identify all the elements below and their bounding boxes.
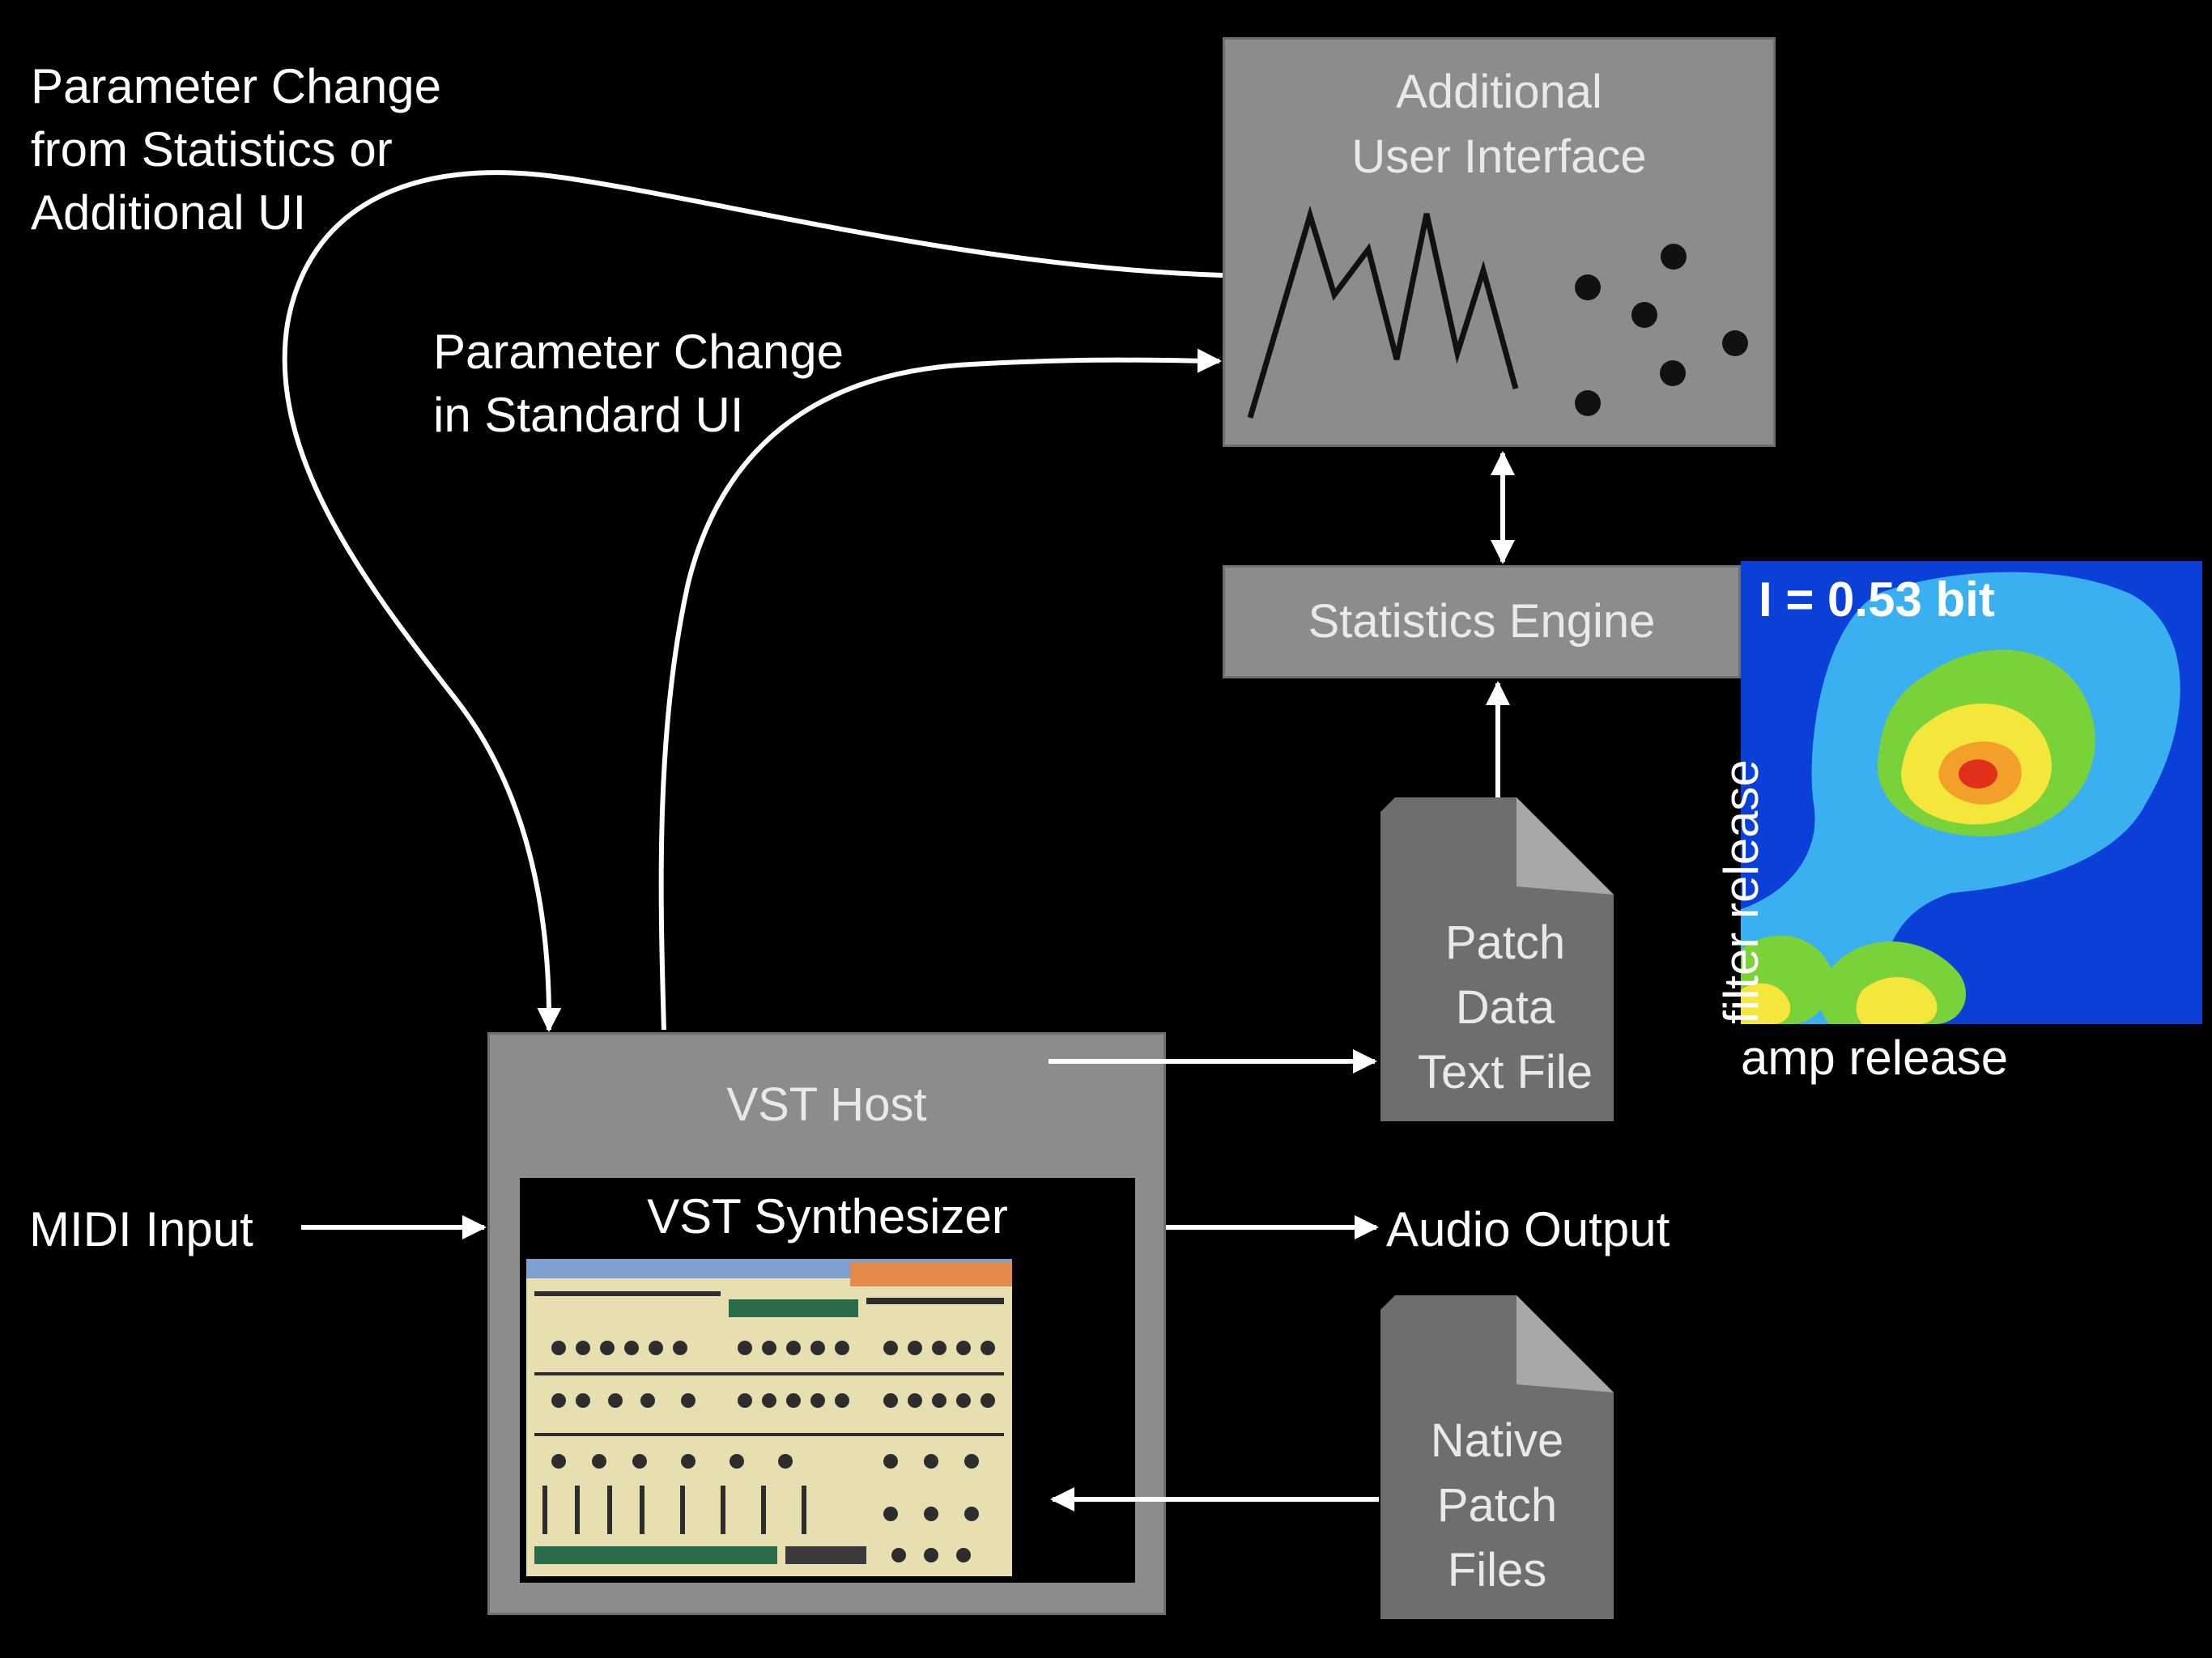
- scatter-point: [1722, 330, 1748, 356]
- scatter-point: [1661, 244, 1687, 270]
- parameter-trace-line: [1247, 205, 1519, 419]
- mutual-info-heatmap: I = 0.53 bit: [1741, 561, 2202, 1024]
- statistics-engine-box: Statistics Engine: [1223, 565, 1741, 678]
- param-change-standard-line-2: in Standard UI: [433, 388, 744, 442]
- statistics-engine-label: Statistics Engine: [1308, 595, 1656, 648]
- param-change-stats-line-2: from Statistics or: [31, 122, 393, 176]
- param-change-standard-line-1: Parameter Change: [433, 325, 844, 379]
- arrow-param-change-stats: [282, 170, 1223, 1032]
- arrow-param-change-standard: [658, 348, 1222, 1031]
- additional-ui-graphic: [1247, 205, 1748, 419]
- scatter-point: [1575, 274, 1601, 300]
- param-change-stats-label: Parameter Change from Statistics or Addi…: [31, 55, 441, 244]
- vst-host-label: VST Host: [726, 1078, 927, 1131]
- additional-ui-title-line-2: User Interface: [1351, 130, 1647, 183]
- patch-data-text-file: Patch Data Text File: [1380, 797, 1614, 1121]
- document-icon: [1380, 1295, 1614, 1619]
- native-patch-line-3: Files: [1447, 1544, 1547, 1596]
- document-icon: [1380, 797, 1614, 1121]
- param-change-stats-line-3: Additional UI: [31, 185, 307, 240]
- synth-ui-screenshot: [526, 1259, 1012, 1576]
- heatmap-xlabel: amp release: [1741, 1031, 2009, 1085]
- param-change-stats-line-1: Parameter Change: [31, 59, 441, 113]
- additional-ui-title-line-1: Additional: [1396, 66, 1602, 118]
- synth-ui-accent: [850, 1262, 1012, 1286]
- additional-ui-title: Additional User Interface: [1223, 60, 1776, 189]
- scatter-point: [1660, 360, 1686, 386]
- vst-host-box: VST Host VST Synthesizer: [487, 1032, 1166, 1615]
- additional-ui-box: Additional User Interface: [1223, 37, 1776, 447]
- native-patch-line-1: Native: [1430, 1414, 1564, 1467]
- patch-data-text-file-label: Patch Data Text File: [1397, 911, 1614, 1105]
- synth-knobs: [534, 1291, 1004, 1564]
- native-patch-files-label: Native Patch Files: [1380, 1409, 1614, 1603]
- native-patch-line-2: Patch: [1436, 1479, 1558, 1532]
- midi-input-label: MIDI Input: [29, 1202, 253, 1256]
- patch-data-line-1: Patch: [1444, 916, 1566, 969]
- audio-output-label: Audio Output: [1386, 1202, 1670, 1256]
- heatmap-contours: [1741, 572, 2180, 1024]
- param-change-standard-label: Parameter Change in Standard UI: [433, 321, 844, 447]
- patch-data-line-2: Data: [1455, 981, 1555, 1034]
- vst-synth-label: VST Synthesizer: [647, 1189, 1008, 1244]
- patch-data-line-3: Text File: [1418, 1046, 1593, 1099]
- heatmap-title: I = 0.53 bit: [1759, 572, 1995, 627]
- native-patch-files: Native Patch Files: [1380, 1295, 1614, 1619]
- vst-synth-panel: VST Synthesizer: [520, 1178, 1135, 1583]
- scatter-point: [1575, 390, 1601, 416]
- scatter-point: [1631, 302, 1657, 328]
